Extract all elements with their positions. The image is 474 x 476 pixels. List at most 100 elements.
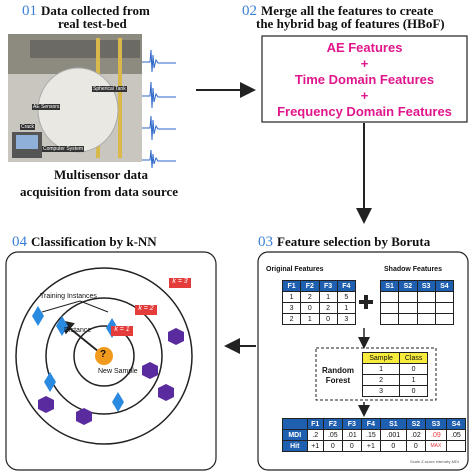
step3-title: Feature selection by Boruta — [277, 234, 431, 249]
diamond-shape — [56, 316, 68, 336]
table-cell: 1 — [361, 363, 401, 375]
random-forest-line1: Random — [322, 366, 354, 375]
hit-cell: 0 — [405, 440, 426, 452]
feature-ae: AE Features — [326, 40, 403, 55]
step4-header: 04 Classification by k-NN — [12, 233, 157, 251]
table-cell: 0 — [399, 363, 428, 375]
header-cell: S4 — [445, 418, 467, 430]
mdi-cell: .001 — [379, 429, 407, 441]
header-cell: Sample — [361, 352, 401, 364]
table-cell — [434, 302, 455, 314]
step1-title-line2: real test-bed — [58, 16, 127, 31]
header-cell: S3 — [416, 280, 436, 292]
hit-cell — [445, 440, 467, 452]
random-forest-line2: Forest — [325, 376, 351, 385]
header-cell: F4 — [336, 280, 357, 292]
distance-arrow — [59, 319, 105, 357]
random-forest-box — [315, 347, 437, 401]
table-cell: 1 — [281, 291, 302, 303]
knn-distance-label: Distance — [64, 327, 92, 334]
label-crack: Crack — [20, 124, 36, 130]
random-forest-label: Random Forest — [318, 366, 358, 386]
diamond-shape — [32, 306, 44, 326]
testbed-photo — [8, 34, 142, 162]
table-cell: 3 — [281, 302, 302, 314]
step4-number: 04 — [12, 234, 27, 250]
table-cell — [434, 313, 455, 325]
step1-number: 01 — [22, 3, 37, 19]
hexagon-shape — [158, 384, 174, 401]
step2-title-line1: Merge all the features to create — [261, 3, 434, 18]
step3-number: 03 — [258, 234, 273, 250]
table-cell — [398, 302, 418, 314]
step1-title-line1: Data collected from — [41, 3, 150, 18]
table-cell — [416, 313, 436, 325]
mdi-cell: .2 — [306, 429, 324, 441]
mdi-cell: .05 — [322, 429, 343, 441]
header-cell: S3 — [424, 418, 447, 430]
k2-circle — [45, 297, 163, 415]
label-spherical-tank: Spherical Tank — [92, 86, 127, 92]
hit-cell: 0 — [341, 440, 362, 452]
table-cell: 1 — [318, 291, 338, 303]
table-row — [379, 313, 455, 325]
shadow-features-label: Shadow Features — [384, 266, 442, 273]
mdi-cell: .05 — [445, 429, 467, 441]
mdi-row: MDI.2.05.01.15.001.02.09.05 — [282, 429, 467, 441]
table-row — [379, 291, 455, 303]
feature-plus-1: + — [360, 56, 369, 71]
header-cell: F3 — [318, 280, 338, 292]
table-cell — [398, 313, 418, 325]
knn-new-sample-label: New Sample — [98, 368, 138, 375]
mdi-cell: .02 — [405, 429, 426, 441]
knn-training-label: Training Instances — [40, 293, 97, 300]
label-ae-sensors: AE Sensors — [32, 104, 61, 110]
diamond-shape — [44, 372, 56, 392]
k3-tag — [169, 278, 191, 288]
step2-number: 02 — [242, 3, 257, 19]
table-cell: 5 — [336, 291, 357, 303]
feature-freq: Frequency Domain Features — [277, 104, 452, 119]
header-cell: F4 — [360, 418, 381, 430]
diamond-shape — [112, 392, 124, 412]
k1-circle — [73, 325, 135, 387]
step1-caption-line2: acquisition from data source — [19, 184, 179, 199]
header-cell: S1 — [379, 280, 400, 292]
table-cell — [416, 302, 436, 314]
knn-question-mark: ? — [100, 349, 107, 360]
hexagon-shape — [142, 362, 158, 379]
hexagon-shape — [38, 396, 54, 413]
ae-waveforms — [142, 49, 176, 169]
step1-caption-line1: Multisensor data — [53, 167, 148, 182]
feature-box — [261, 35, 468, 123]
header-cell: S4 — [434, 280, 455, 292]
step2-header: 02 Merge all the features to create — [242, 2, 474, 20]
table-cell: 1 — [399, 374, 428, 386]
mdi-cell: .15 — [360, 429, 381, 441]
header-cell: F2 — [322, 418, 343, 430]
table-cell: 2 — [300, 291, 320, 303]
k1-tag — [111, 326, 133, 336]
hit-cell: 0 — [379, 440, 407, 452]
boruta-footnote: Scale Z-score intensity MDI — [410, 459, 459, 464]
hit-cell: +1 — [306, 440, 324, 452]
header-cell: F3 — [341, 418, 362, 430]
knn-graphic — [15, 267, 193, 445]
k3-circle — [15, 267, 193, 445]
k1-label: k = 1 — [114, 326, 130, 333]
header-cell: S2 — [405, 418, 426, 430]
max-label: MAX — [424, 440, 447, 452]
table-cell — [379, 291, 400, 303]
header-cell — [282, 418, 308, 430]
